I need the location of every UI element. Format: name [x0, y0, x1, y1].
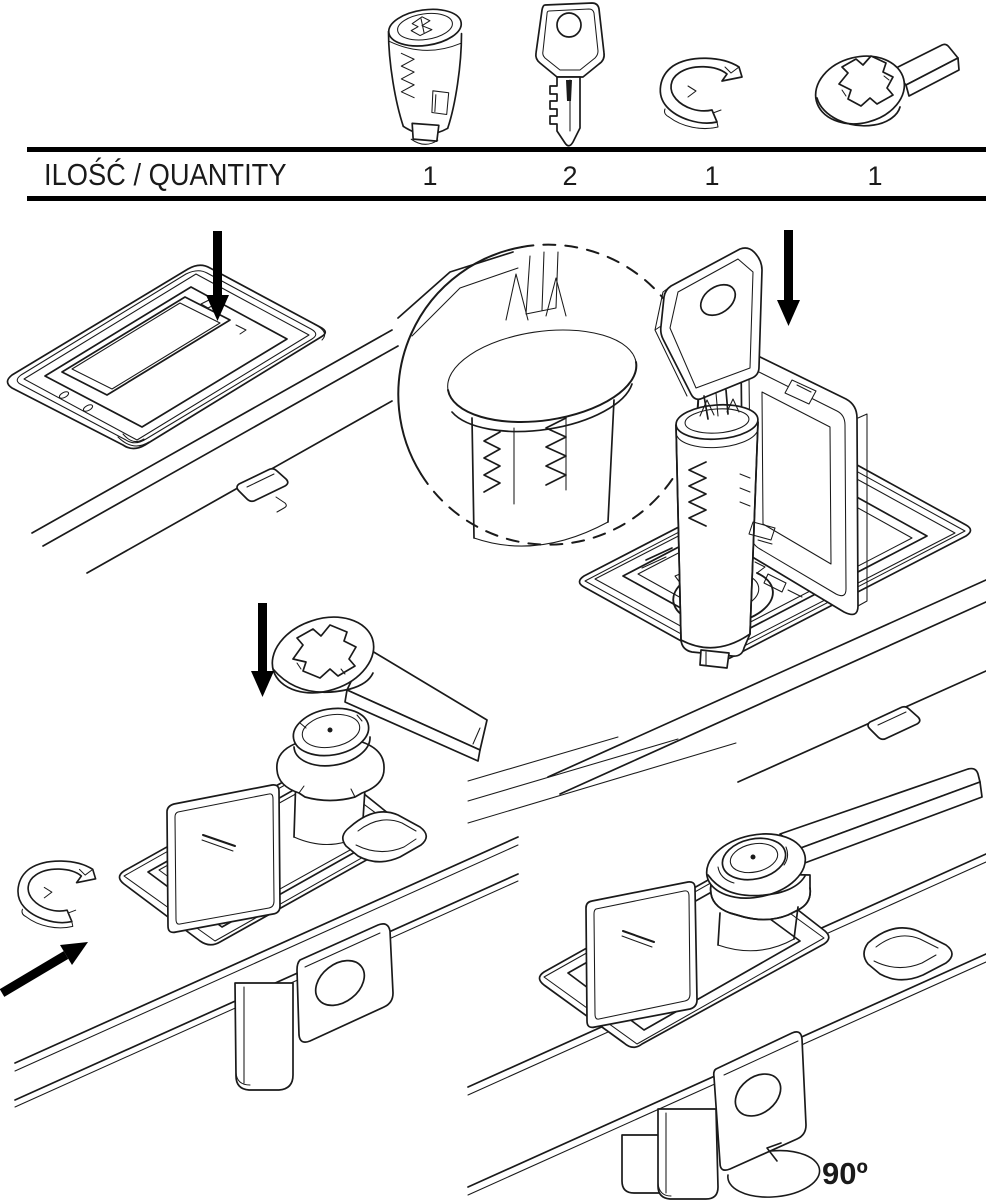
- key-icon: [534, 2, 605, 147]
- step-2-insert-lock-cylinder-diagram: [397, 230, 986, 795]
- quantity-label: ILOŚĆ / QUANTITY: [44, 157, 287, 192]
- press-down-arrow-icon: [251, 603, 274, 697]
- quantity-value: 1: [867, 161, 883, 191]
- insert-down-arrow-icon: [777, 230, 800, 326]
- quantity-value: 1: [422, 161, 438, 191]
- rotation-angle-label: 90º: [822, 1156, 868, 1191]
- wrench-tool-icon: [814, 43, 960, 127]
- step-4-rotate-90-diagram: [467, 736, 986, 1200]
- slide-in-arrow-icon: [0, 942, 88, 997]
- step-3-attach-wrench-eclip-diagram: [0, 603, 519, 1108]
- rotate-90-arrow-icon: [727, 1142, 821, 1198]
- table-rule-bottom: [27, 196, 986, 201]
- quantity-value: 1: [704, 161, 720, 191]
- e-clip-icon: [17, 860, 97, 929]
- e-clip-icon: [659, 57, 743, 130]
- quantity-value: 2: [562, 161, 578, 191]
- magnified-detail-circle: [397, 243, 700, 547]
- lock-cylinder-icon: [387, 8, 463, 147]
- press-down-arrow-icon: [206, 231, 229, 321]
- table-rule-top: [27, 147, 986, 152]
- step-1-place-housing-diagram: [6, 231, 399, 574]
